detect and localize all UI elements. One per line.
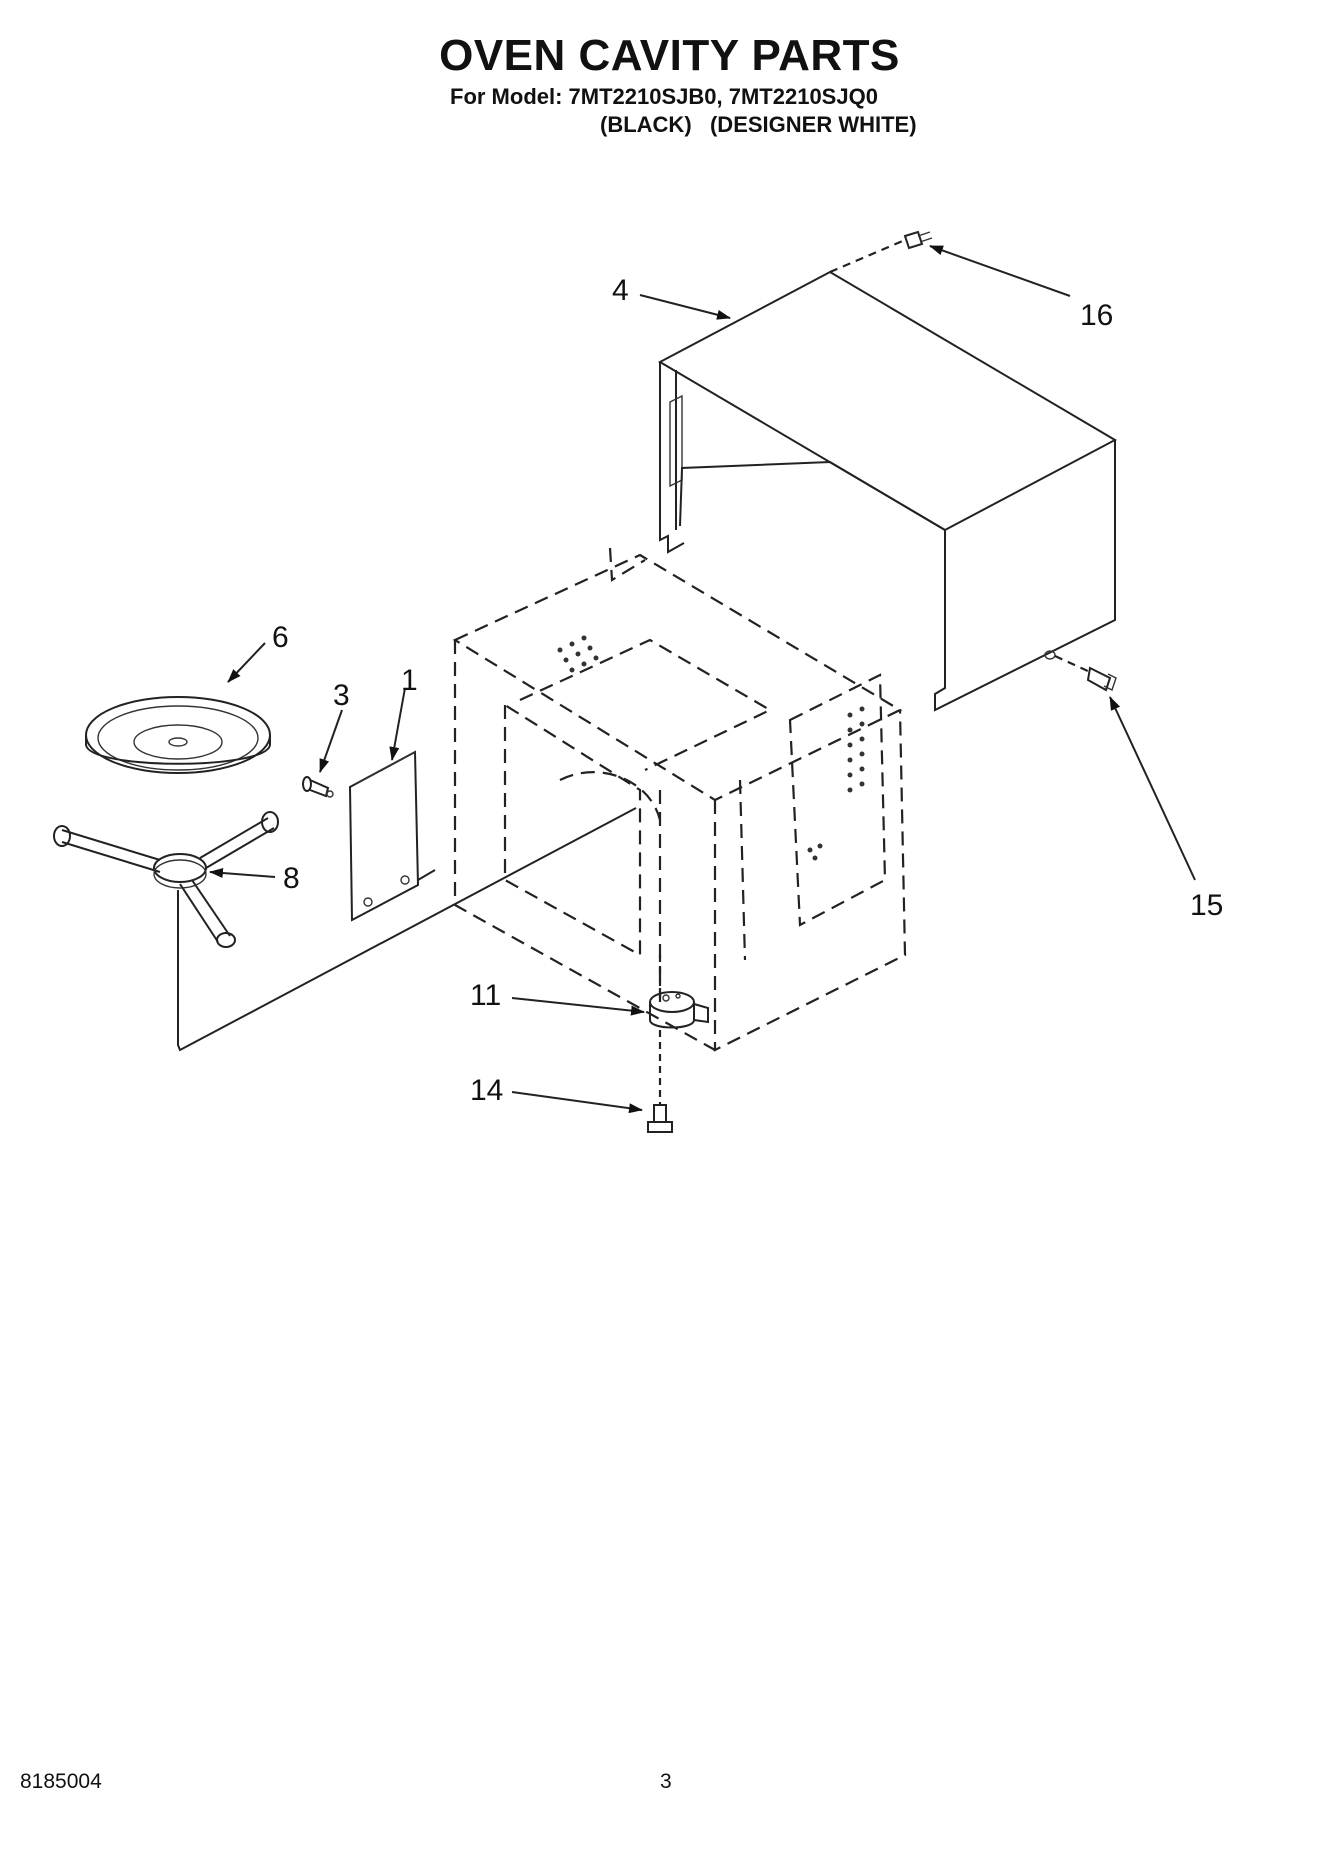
callout-6: 6 <box>272 621 289 654</box>
screw-16-part <box>829 230 933 274</box>
waveguide-cover-part <box>348 750 436 922</box>
callout-3: 3 <box>333 679 350 712</box>
page-title: OVEN CAVITY PARTS <box>439 31 900 80</box>
document-number: 8185004 <box>20 1770 102 1793</box>
page-number: 3 <box>660 1770 672 1793</box>
roller-support-part <box>53 807 637 1052</box>
callout-15: 15 <box>1190 889 1223 922</box>
page-header: OVEN CAVITY PARTS <box>0 30 1339 82</box>
leader-lines <box>209 245 1196 1114</box>
outer-wrapper-part <box>657 270 1118 712</box>
model-line: For Model: 7MT2210SJB0, 7MT2210SJQ0 <box>450 84 878 109</box>
screw-3-part <box>302 776 334 798</box>
turntable-motor-part <box>649 955 709 1105</box>
screw-15-part <box>1054 654 1117 692</box>
screw-14-part <box>647 1104 673 1133</box>
callout-1: 1 <box>401 664 418 697</box>
color-line: (BLACK) (DESIGNER WHITE) <box>600 112 917 137</box>
callout-4: 4 <box>612 274 629 307</box>
callout-8: 8 <box>283 862 300 895</box>
callout-16: 16 <box>1080 299 1113 332</box>
callout-14: 14 <box>470 1074 503 1107</box>
oven-cavity-phantom <box>452 547 907 1052</box>
glass-tray-part <box>85 696 271 774</box>
callout-11: 11 <box>470 979 501 1012</box>
